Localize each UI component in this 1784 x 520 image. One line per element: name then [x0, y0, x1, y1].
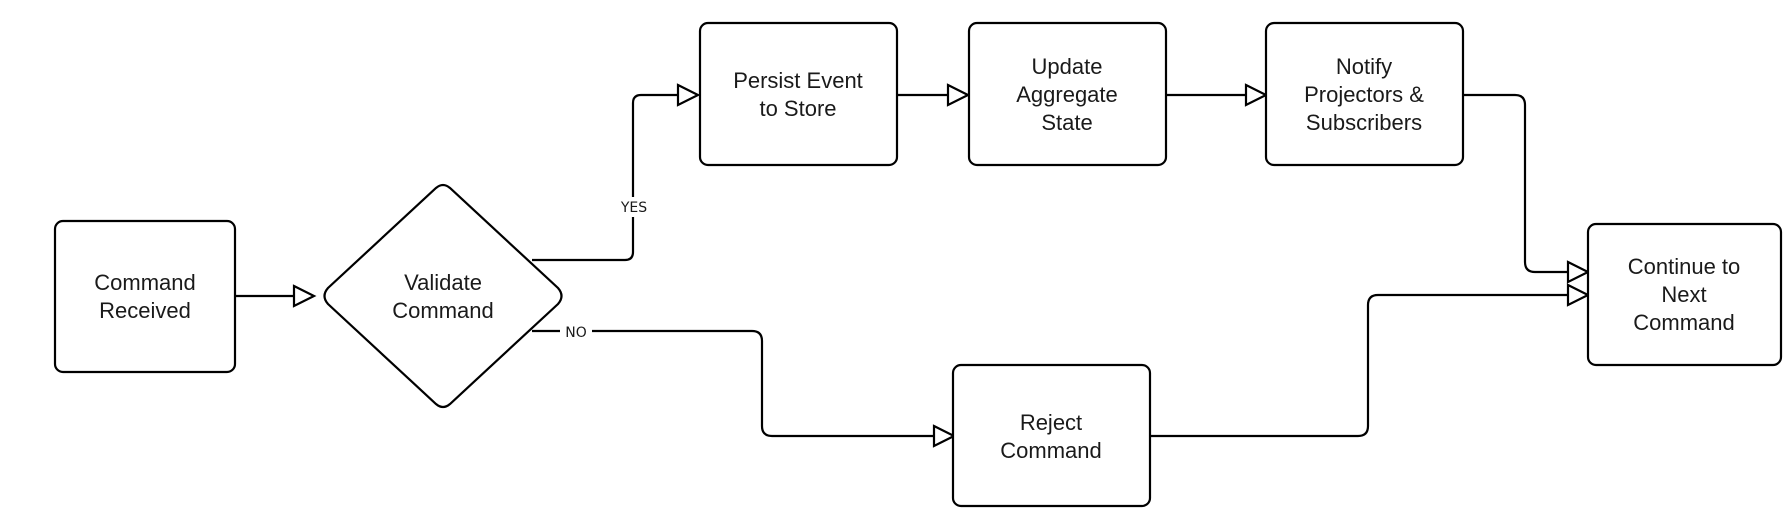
edge-notify-to-continue — [1463, 93, 1568, 274]
arrowhead-continue-bottom — [1566, 283, 1591, 307]
node-notify-projectors-line1: Notify — [1336, 54, 1392, 79]
node-update-aggregate[interactable]: Update Aggregate State — [967, 21, 1168, 167]
node-update-aggregate-line1: Update — [1032, 54, 1103, 79]
arrowhead-notify — [1244, 83, 1269, 107]
node-continue-next-line3: Command — [1633, 310, 1734, 335]
node-continue-next[interactable]: Continue to Next Command — [1586, 222, 1783, 367]
node-validate-command[interactable]: Validate Command — [323, 183, 563, 409]
node-continue-next-line2: Next — [1661, 282, 1706, 307]
node-notify-projectors-line3: Subscribers — [1306, 110, 1422, 135]
node-persist-event-line1: Persist Event — [733, 68, 863, 93]
node-persist-event-line2: to Store — [759, 96, 836, 121]
edge-validate-to-persist — [532, 93, 678, 262]
node-validate-command-line1: Validate — [404, 270, 482, 295]
node-reject-command[interactable]: Reject Command — [951, 363, 1152, 508]
edge-label-no: NO — [560, 322, 592, 342]
arrowhead-continue-top — [1566, 260, 1591, 284]
arrowhead-update — [946, 83, 971, 107]
node-update-aggregate-line3: State — [1041, 110, 1092, 135]
node-notify-projectors[interactable]: Notify Projectors & Subscribers — [1264, 21, 1465, 167]
node-command-received[interactable]: Command Received — [53, 219, 237, 374]
edge-label-yes: YES — [618, 197, 650, 217]
edge-reject-to-continue — [1151, 293, 1568, 438]
node-continue-next-line1: Continue to — [1628, 254, 1741, 279]
node-update-aggregate-line2: Aggregate — [1016, 82, 1118, 107]
node-reject-command-line2: Command — [1000, 438, 1101, 463]
node-persist-event[interactable]: Persist Event to Store — [698, 21, 899, 167]
node-notify-projectors-line2: Projectors & — [1304, 82, 1424, 107]
node-validate-command-line2: Command — [392, 298, 493, 323]
node-command-received-line2: Received — [99, 298, 191, 323]
edge-label-yes-text: YES — [620, 200, 647, 216]
arrowhead-persist — [676, 83, 701, 107]
edge-label-no-text: NO — [565, 325, 587, 341]
arrowhead-validate — [292, 284, 317, 308]
node-command-received-line1: Command — [94, 270, 195, 295]
edge-validate-to-reject — [532, 329, 934, 438]
node-reject-command-line1: Reject — [1020, 410, 1082, 435]
arrowhead-reject — [932, 424, 957, 448]
